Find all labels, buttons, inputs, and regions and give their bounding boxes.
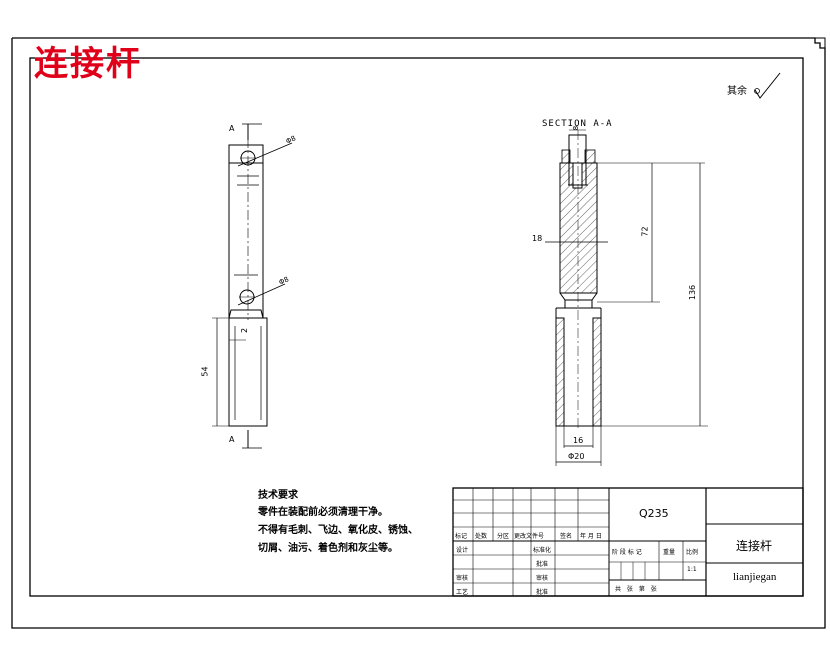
stage-header: 阶 段 标 记 <box>612 549 642 556</box>
tech-requirement-line: 不得有毛刺、飞边、氧化皮、锈蚀、 <box>258 525 418 536</box>
left-view <box>212 123 293 449</box>
dim-length-136: 136 <box>688 284 698 301</box>
sheet-info: 共 张 第 张 <box>615 586 659 593</box>
drawing-title-big: 连接杆 <box>34 44 142 84</box>
material: Q235 <box>639 507 669 520</box>
roughness-symbol <box>754 72 781 99</box>
scale-value: 1:1 <box>687 566 697 573</box>
tech-requirements-heading: 技术要求 <box>258 490 298 501</box>
section-label: SECTION A-A <box>542 119 613 129</box>
section-view <box>545 129 708 466</box>
section-mark-bottom: A <box>229 435 235 444</box>
middle-row-label: 标准化 <box>533 547 552 554</box>
stage-header: 比例 <box>686 549 699 556</box>
outer-border <box>11 37 826 629</box>
revision-header: 更改文件号 <box>514 533 545 540</box>
dim-length-72: 72 <box>640 226 650 237</box>
tech-requirement-line: 切屑、油污、着色剂和灰尘等。 <box>258 543 398 554</box>
revision-header: 分区 <box>497 533 510 540</box>
dim-left-length: 54 <box>200 366 210 377</box>
title-block <box>452 487 804 597</box>
stage-header: 重量 <box>663 549 676 556</box>
left-row-label: 审核 <box>456 575 469 582</box>
corner-decoration <box>770 37 826 95</box>
dim-slot-width: 8 <box>572 125 581 131</box>
section-mark-top: A <box>229 124 235 133</box>
inner-frame <box>29 57 804 597</box>
middle-row-label: 批准 <box>536 589 549 596</box>
left-row-label: 设计 <box>456 547 469 554</box>
dim-outer-dia: Φ20 <box>568 452 585 461</box>
roughness-note: 其余 <box>727 86 747 97</box>
tech-requirement-line: 零件在装配前必须清理干净。 <box>258 507 388 518</box>
revision-header: 处数 <box>475 533 488 540</box>
part-name-cn: 连接杆 <box>736 539 773 553</box>
part-name-pinyin: lianjiegan <box>733 571 777 583</box>
revision-header: 标记 <box>455 533 468 540</box>
revision-header: 签名 <box>560 533 573 540</box>
middle-row-label: 批准 <box>536 561 549 568</box>
dim-bore-16: 16 <box>573 436 584 445</box>
middle-row-label: 审核 <box>536 575 549 582</box>
revision-header: 年 月 日 <box>580 533 602 540</box>
dim-left-small: 2 <box>240 327 250 334</box>
dim-section-width: 18 <box>532 234 543 243</box>
left-row-label: 工艺 <box>456 589 469 596</box>
